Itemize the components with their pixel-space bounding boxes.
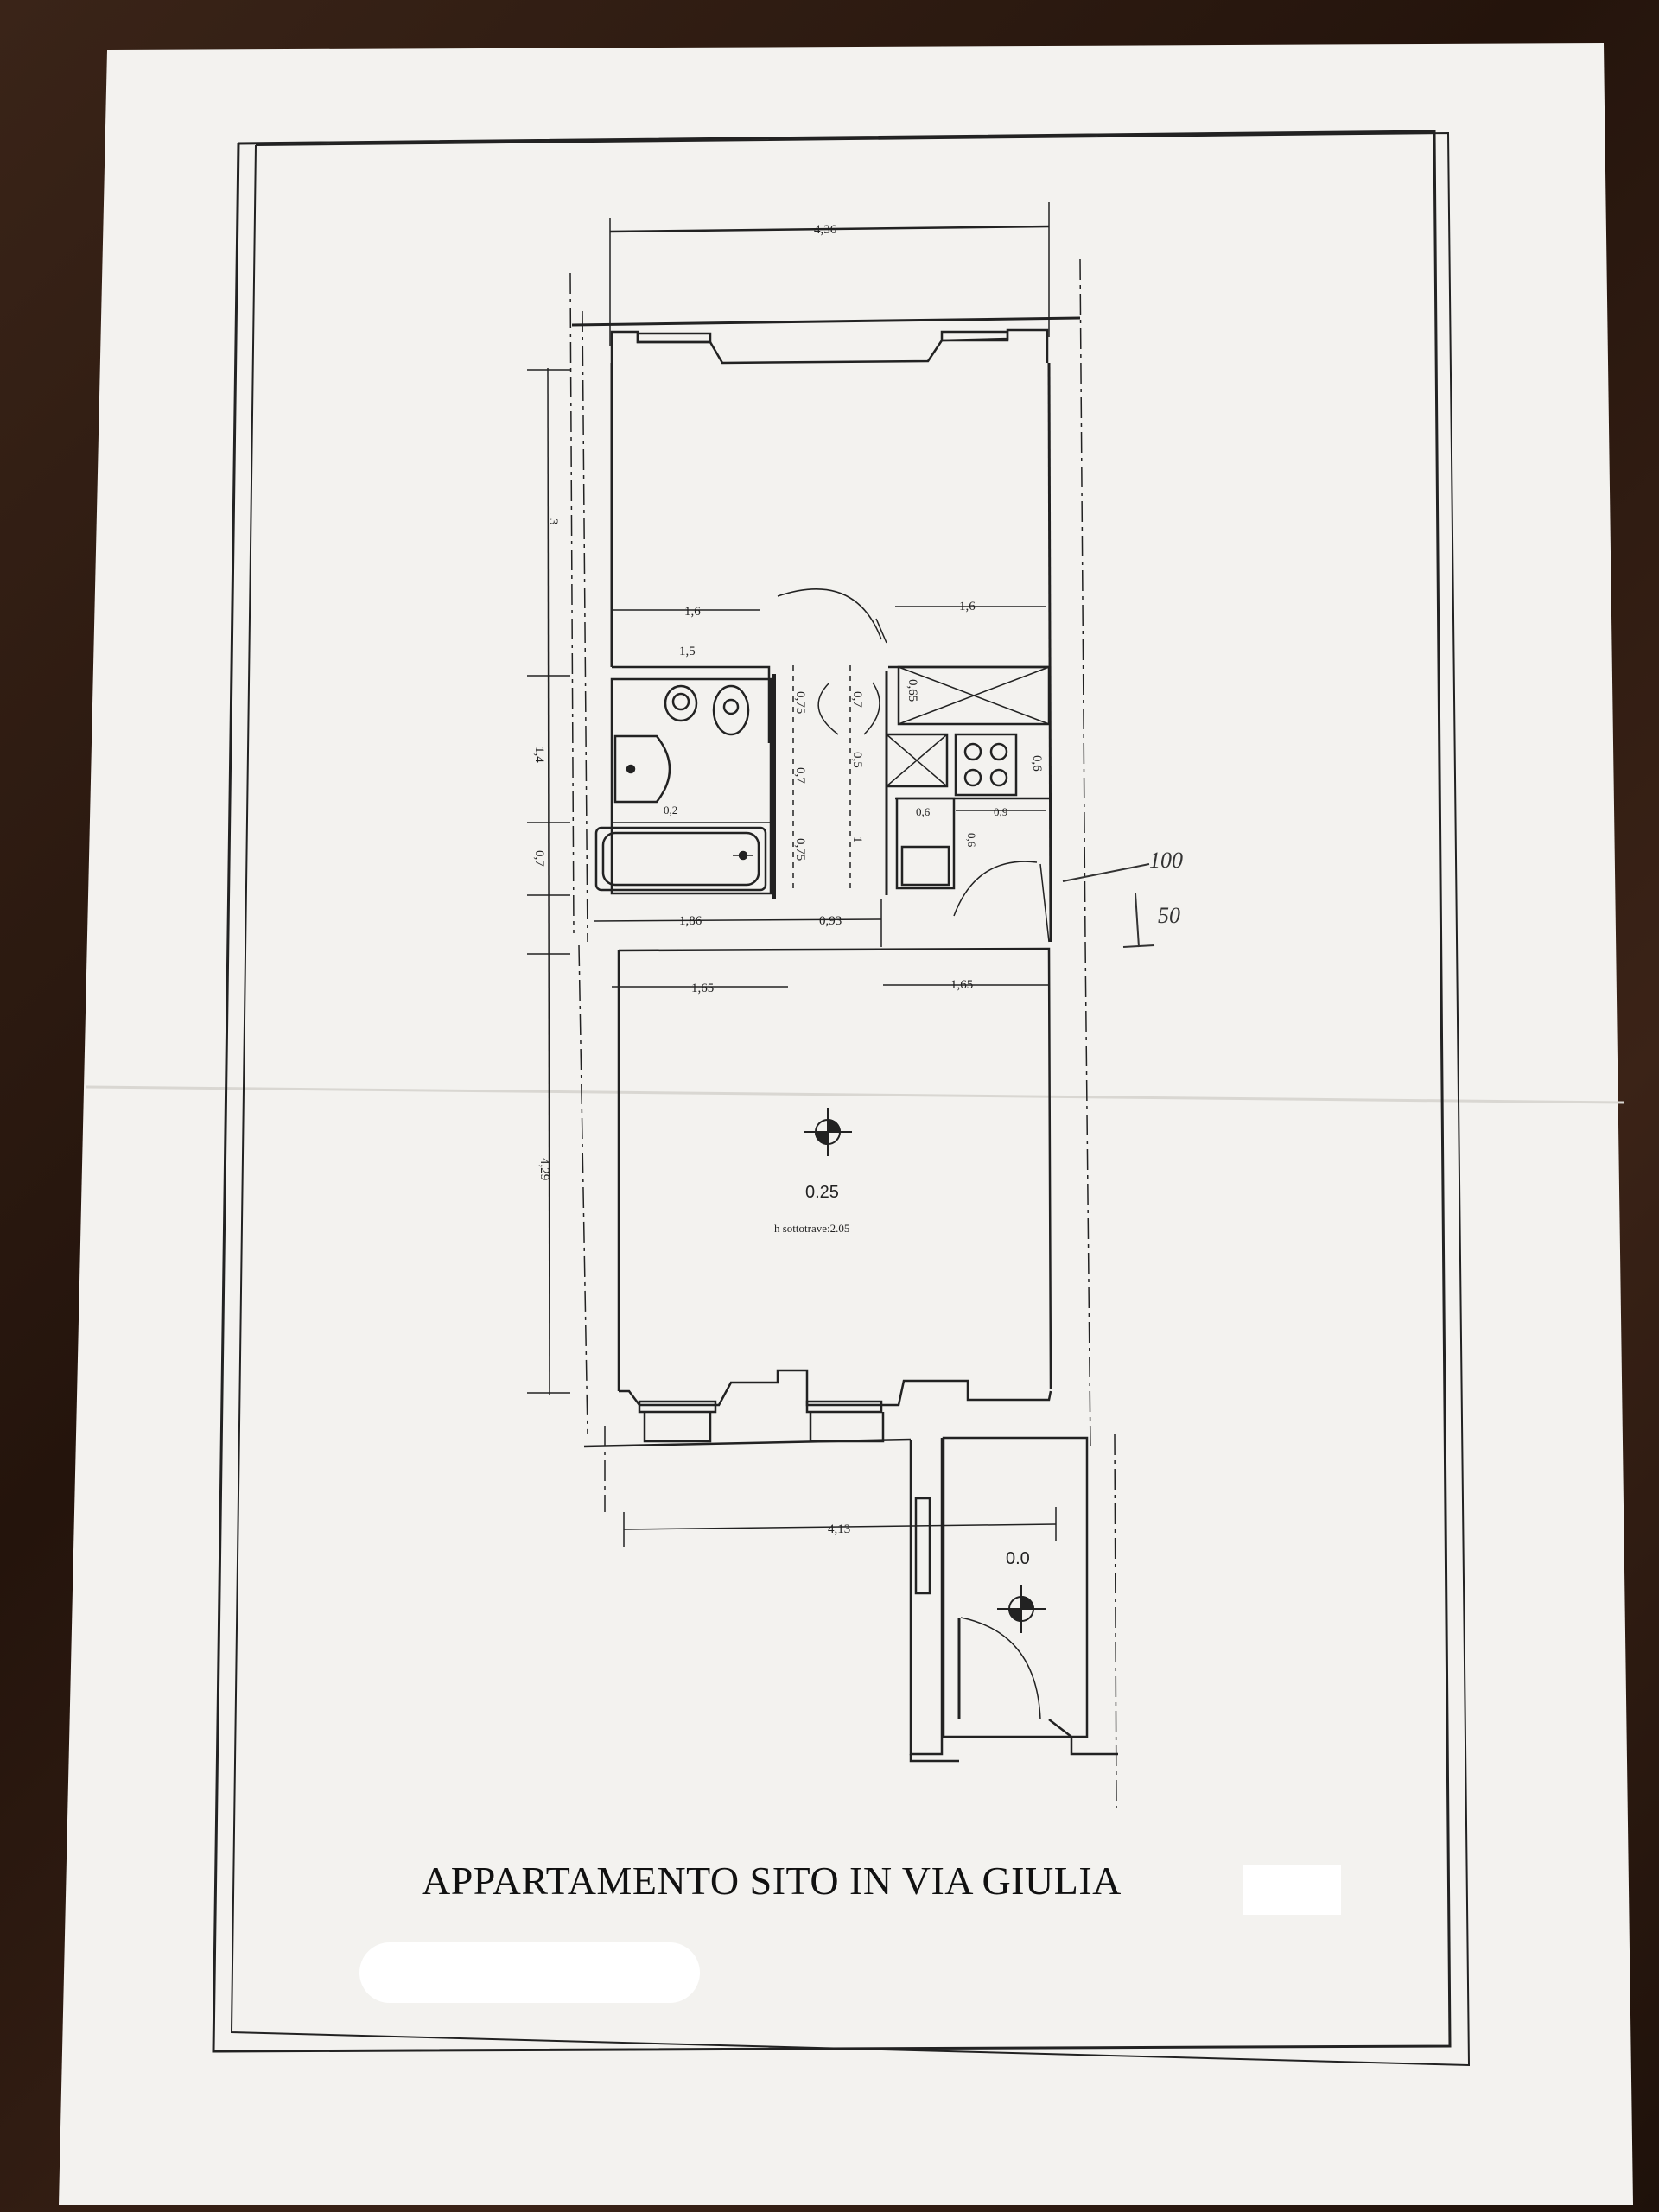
plan — [527, 202, 1118, 1808]
dim-hall-lower-w: 0,93 — [819, 914, 842, 928]
dim-hall-d: 1 — [850, 836, 864, 843]
plan-title: APPARTAMENTO SITO IN VIA GIULIA — [422, 1859, 1122, 1903]
level-marker-entry — [997, 1585, 1046, 1633]
redaction-box — [1243, 1865, 1341, 1915]
level-entry-label: 0.0 — [1006, 1549, 1030, 1568]
dim-hall-e: 0,75 — [793, 838, 807, 861]
dim-tub-height: 0,7 — [532, 850, 546, 867]
dim-stove-w: 0,9 — [994, 805, 1007, 818]
sheet-border — [212, 130, 1471, 2067]
dim-bath-lower-w: 1,86 — [679, 914, 702, 928]
dim-shower-h: 0,65 — [906, 679, 919, 702]
handwritten-marks — [1062, 863, 1155, 948]
redaction-pill — [359, 1942, 700, 2003]
dim-bottom-width: 4,13 — [828, 1522, 850, 1536]
dim-bedroom-right: 1,6 — [959, 600, 976, 613]
dim-bedroom-left: 1,6 — [684, 605, 701, 619]
paper-background — [59, 43, 1633, 2205]
dim-kit-w: 0,6 — [916, 805, 931, 818]
paper-fold-crease — [86, 1085, 1625, 1104]
dim-wc-gap: 0,75 — [793, 691, 807, 714]
dim-hall-a: 0,7 — [850, 691, 864, 708]
dim-sink-gap: 0,2 — [664, 804, 677, 817]
level-main-label: 0.25 — [805, 1183, 839, 1202]
level-marker-main — [804, 1108, 852, 1156]
dim-bath-height: 1,4 — [532, 747, 546, 763]
dim-hall-c: 0,5 — [850, 752, 864, 768]
dim-living-left: 1,65 — [691, 982, 714, 995]
dim-living-right: 1,65 — [950, 978, 973, 992]
beam-height-label: h sottotrave:2.05 — [774, 1222, 849, 1235]
dim-bath-width: 1,5 — [679, 645, 696, 658]
handwritten-note-top: 100 — [1149, 848, 1183, 873]
dim-kit-h: 0,6 — [965, 833, 978, 848]
dim-left-room-height: 3 — [546, 518, 560, 525]
dim-hall-b: 0,7 — [793, 767, 807, 784]
handwritten-note-bottom: 50 — [1158, 903, 1180, 928]
dim-top-width: 4,36 — [814, 223, 837, 237]
dim-stove-h: 0,6 — [1030, 755, 1044, 772]
dim-living-height: 4,29 — [537, 1158, 551, 1180]
